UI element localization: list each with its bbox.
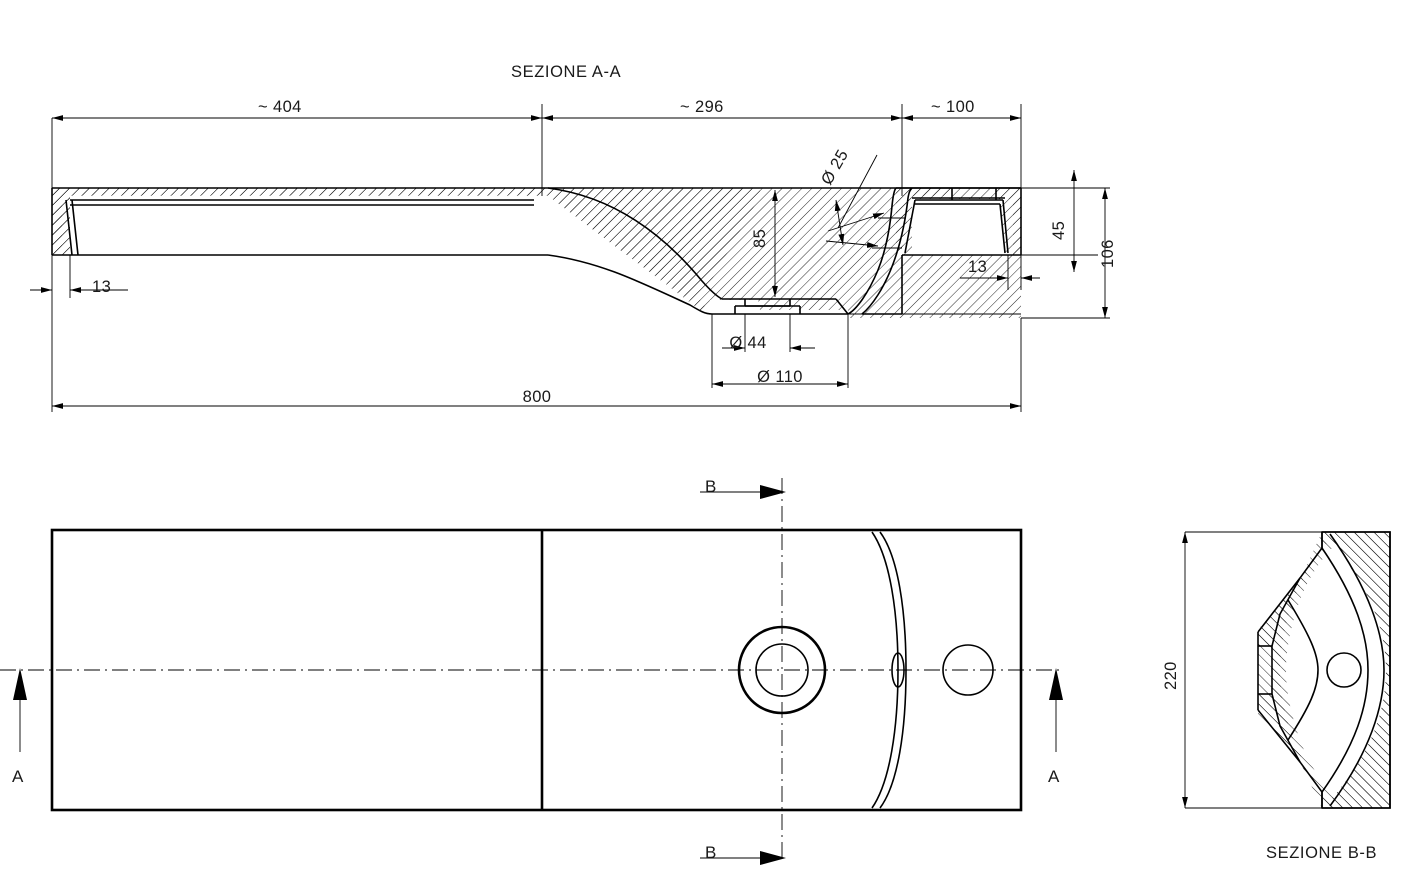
dim-rim-thickness-left-value: 13 — [92, 278, 111, 296]
dim-overall-length-value: 800 — [523, 388, 552, 406]
section-mark-b-bottom-label: B — [705, 843, 716, 862]
section-aa-title-text: SEZIONE A-A — [511, 63, 621, 81]
section-bb-view: 220 SEZIONE B-B — [1162, 531, 1391, 862]
dim-drain-outer-value: Ø 110 — [757, 368, 803, 386]
dim-rim-thickness-right-value: 13 — [968, 258, 987, 276]
dim-top-right-span: ~ 100 — [931, 98, 975, 116]
section-marker-b-bottom: B — [700, 843, 786, 865]
dim-top-middle-span: ~ 296 — [680, 98, 724, 116]
section-aa-title: SEZIONE A-A — [511, 63, 621, 81]
dim-plan-width-value: 220 — [1162, 661, 1180, 690]
dim-shelf-height-value: 45 — [1050, 221, 1068, 240]
dim-right-heights: 45 106 — [1021, 170, 1117, 319]
dim-overall-length: 800 — [51, 298, 1022, 412]
dim-basin-depth: 85 — [751, 190, 778, 297]
dim-top-left-span: ~ 404 — [258, 98, 302, 116]
dim-tap-hole-diameter: Ø 25 — [818, 147, 852, 188]
section-aa-geometry — [51, 187, 1022, 318]
section-bb-title-text: SEZIONE B-B — [1266, 844, 1377, 862]
dim-rim-thickness-right: 13 — [960, 255, 1040, 290]
section-marker-a-left: A — [12, 668, 27, 786]
top-dimension-chain: ~ 404 ~ 296 ~ 100 — [51, 98, 1022, 196]
dim-rim-thickness-left: 13 — [30, 255, 128, 298]
section-mark-a-right-label: A — [1048, 767, 1060, 786]
section-mark-b-top-label: B — [705, 477, 716, 496]
dim-drain-outer: Ø 110 — [711, 314, 849, 388]
dim-plan-width: 220 — [1162, 531, 1328, 809]
dim-basin-depth-value: 85 — [751, 229, 769, 248]
dim-drain-inner: Ø 44 — [722, 314, 815, 352]
dim-total-height-value: 106 — [1099, 239, 1117, 268]
section-marker-a-right: A — [1048, 668, 1063, 786]
section-marker-b-top: B — [700, 477, 786, 499]
section-mark-a-left-label: A — [12, 767, 24, 786]
plan-view: B B A A — [0, 477, 1063, 865]
dim-drain-inner-value: Ø 44 — [729, 334, 766, 352]
